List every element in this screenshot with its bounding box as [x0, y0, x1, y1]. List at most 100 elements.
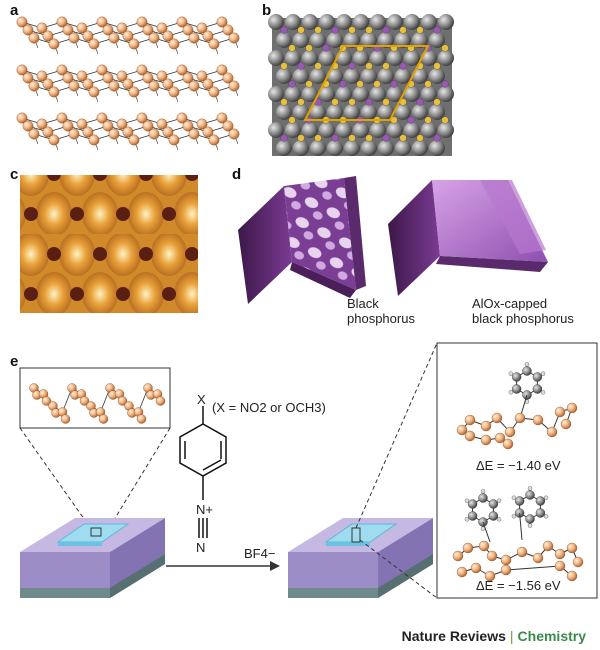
phosphorus-atom — [142, 120, 154, 132]
phosphorus-atom — [108, 32, 120, 44]
journal-name: Nature Reviews — [401, 628, 506, 644]
phosphorus-atom — [48, 86, 60, 98]
phosphorus-atom — [82, 78, 94, 90]
phosphorus-atom — [108, 80, 120, 92]
phosphorus-atom — [188, 32, 200, 44]
phosphorus-atom — [196, 70, 208, 82]
diazonium-n-plus-label: N+ — [196, 502, 213, 517]
phosphorus-atom — [76, 70, 88, 82]
phosphorus-atom — [202, 78, 214, 90]
journal-section: Chemistry — [517, 628, 586, 644]
phosphorus-atom — [22, 120, 34, 132]
phosphorus-atom — [96, 112, 108, 124]
phosphorus-atom — [82, 126, 94, 138]
phosphorus-atom — [28, 128, 40, 140]
phosphorus-atom — [176, 16, 188, 28]
phosphorus-atom — [168, 38, 180, 50]
phosphorus-atom — [156, 70, 168, 82]
phosphorus-atom — [128, 134, 140, 146]
substituent-options-label: (X = NO2 or OCH3) — [212, 400, 326, 415]
phosphorus-atom — [76, 22, 88, 34]
diazonium-n-label: N — [196, 540, 206, 555]
phosphorus-atom — [202, 126, 214, 138]
zoom-lines-left — [19, 427, 171, 534]
phosphorus-atom — [196, 118, 208, 130]
phosphorus-atom — [136, 112, 148, 124]
phosphorus-atom — [216, 64, 228, 76]
phosphorus-atom — [162, 126, 174, 138]
phosphorus-atom — [156, 118, 168, 130]
phosphorus-atom — [168, 86, 180, 98]
phosphorus-atom — [148, 128, 160, 140]
phosphorus-atom — [68, 80, 80, 92]
phosphorus-atom — [102, 72, 114, 84]
panel-a-layered-structure — [16, 16, 240, 151]
phosphorus-layer — [16, 112, 240, 151]
phosphorus-atom — [176, 112, 188, 124]
phosphorus-atom — [116, 22, 128, 34]
phosphorus-atom — [222, 120, 234, 132]
phosphorus-atom — [176, 64, 188, 76]
phosphorus-atom — [142, 72, 154, 84]
phosphorus-atom — [122, 30, 134, 42]
phosphorus-atom — [208, 86, 220, 98]
phosphorus-atom — [56, 112, 68, 124]
counter-ion-label: BF4− — [244, 546, 276, 561]
phosphorus-atom — [36, 70, 48, 82]
phosphorus-atom — [96, 64, 108, 76]
phosphorus-atom — [142, 24, 154, 36]
phosphorus-atom — [42, 30, 54, 42]
phosphorus-atom — [228, 32, 240, 44]
phosphorus-layer — [16, 64, 240, 103]
device-right — [288, 518, 433, 598]
phosphorus-atom — [188, 128, 200, 140]
panel-e-models-inset — [436, 342, 598, 599]
phosphorus-atom — [136, 64, 148, 76]
phosphorus-atom — [202, 30, 214, 42]
phosphorus-atom — [42, 126, 54, 138]
phosphorus-atom — [216, 16, 228, 28]
phosphorus-atom — [122, 78, 134, 90]
phosphorus-atom — [76, 118, 88, 130]
phosphorus-atom — [82, 30, 94, 42]
phosphorus-atom — [88, 86, 100, 98]
phosphorus-atom — [16, 112, 28, 124]
phosphorus-atom — [136, 16, 148, 28]
device-left — [20, 518, 165, 598]
journal-footer: Nature Reviews|Chemistry — [402, 628, 586, 644]
phosphorus-atom — [102, 120, 114, 132]
phosphorus-atom — [162, 78, 174, 90]
phosphorus-atom — [48, 38, 60, 50]
phosphorus-atom — [62, 24, 74, 36]
panel-e-chain-inset — [19, 367, 171, 429]
phosphorus-atom — [196, 22, 208, 34]
phosphorus-atom — [228, 80, 240, 92]
phosphorus-atom — [208, 38, 220, 50]
phosphorus-atom — [128, 86, 140, 98]
phosphorus-atom — [128, 38, 140, 50]
phosphorus-atom — [108, 128, 120, 140]
phosphorus-atom — [228, 128, 240, 140]
reaction-arrow — [166, 561, 280, 571]
panel-label-b: b — [262, 2, 272, 19]
phosphorus-atom — [68, 128, 80, 140]
phosphorus-atom — [16, 16, 28, 28]
phosphorus-atom — [182, 120, 194, 132]
phosphorus-atom — [56, 64, 68, 76]
phosphorus-atom — [162, 30, 174, 42]
phosphorus-atom — [36, 118, 48, 130]
panel-label-c: c — [10, 166, 19, 183]
panel-label-e: e — [10, 353, 19, 370]
caption-black-phosphorus: Black phosphorus — [347, 296, 415, 326]
phosphorus-atom — [116, 118, 128, 130]
phosphorus-atom — [62, 120, 74, 132]
phosphorus-atom — [22, 72, 34, 84]
phosphorus-atom — [222, 72, 234, 84]
phosphorus-atom — [28, 32, 40, 44]
panel-label-a: a — [10, 2, 19, 19]
phosphorus-atom — [156, 22, 168, 34]
unit-cell-outline — [303, 45, 430, 121]
caption-capped-black-phosphorus: AlOx-capped black phosphorus — [472, 296, 574, 326]
substituent-x-label: X — [197, 392, 206, 407]
phosphorus-atom — [88, 38, 100, 50]
